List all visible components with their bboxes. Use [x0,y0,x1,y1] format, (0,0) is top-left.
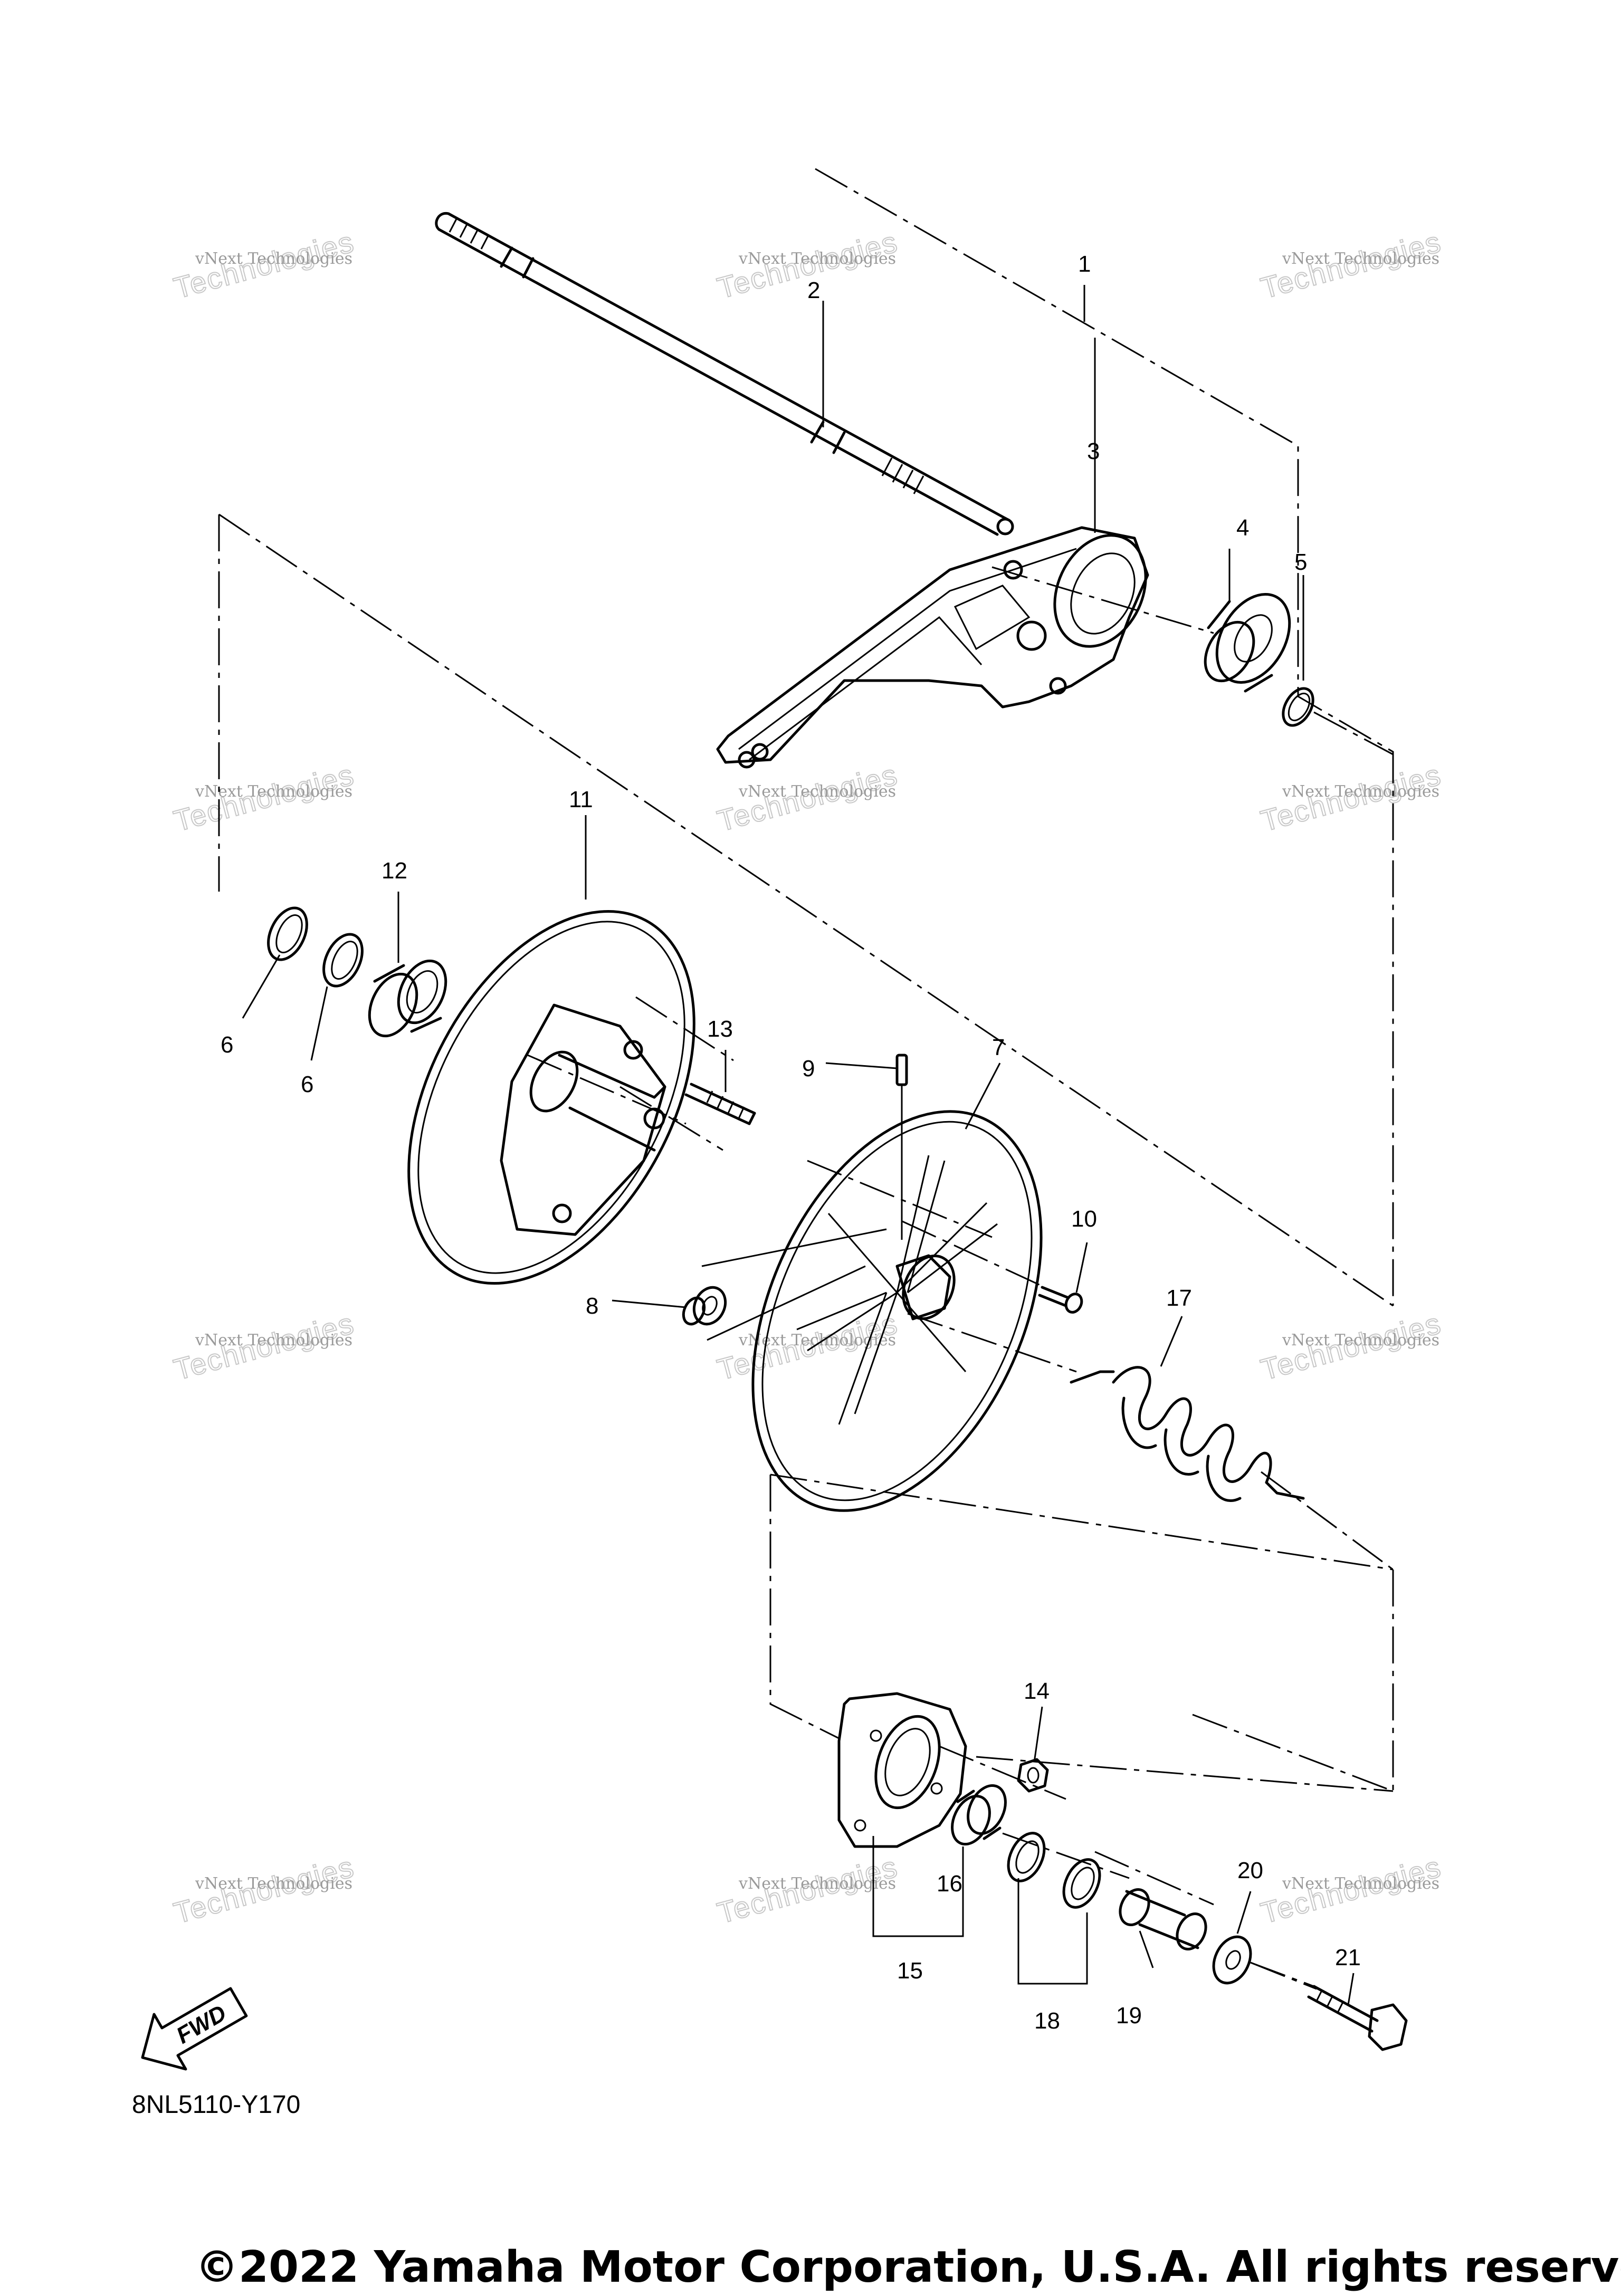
svg-text:vNext Technologies: vNext Technologies [195,782,352,801]
shim-part-18a [1007,1832,1046,1882]
copyright-notice: ©2022 Yamaha Motor Corporation, U.S.A. A… [195,2242,1621,2292]
callout-6b: 6 [301,1072,313,1097]
screw-part-10 [1038,1286,1083,1314]
callout-8: 8 [586,1293,598,1319]
watermark: Technologies vNext Technologies [170,224,358,305]
washer-part-20 [1212,1935,1252,1985]
svg-text:vNext Technologies: vNext Technologies [1282,250,1439,268]
watermark: Technologies vNext Technologies [713,1306,902,1387]
svg-text:vNext Technologies: vNext Technologies [1282,1331,1439,1350]
bearing-part-4 [1204,592,1291,693]
callout-20: 20 [1237,1858,1263,1883]
svg-text:vNext Technologies: vNext Technologies [195,1331,352,1350]
watermark: Technologies vNext Technologies [170,1306,358,1387]
callout-7: 7 [992,1035,1005,1060]
cap-part-15 [837,1692,967,1848]
watermark: Technologies vNext Technologies [1257,1306,1445,1387]
callout-9: 9 [802,1056,815,1082]
callout-14: 14 [1024,1678,1050,1704]
svg-text:vNext Technologies: vNext Technologies [195,1874,352,1893]
movable-sheave-part-7 [751,1110,1043,1512]
fwd-arrow-icon: FWD [141,1987,248,2071]
watermark: Technologies vNext Technologies [1257,224,1445,305]
leader-lines [242,285,1355,2005]
svg-text:vNext Technologies: vNext Technologies [1282,1874,1439,1893]
callout-1: 1 [1078,251,1091,277]
watermark: Technologies vNext Technologies [170,757,358,838]
watermark: Technologies vNext Technologies [713,757,902,838]
callout-12: 12 [382,858,407,884]
shim-part-6a [267,906,308,961]
svg-text:vNext Technologies: vNext Technologies [738,782,896,801]
watermark: Technologies vNext Technologies [1257,1849,1445,1930]
callout-10: 10 [1071,1206,1097,1232]
circlip-part-5 [1282,687,1314,727]
bracket-arm-part [716,526,1149,769]
bolt-part-21 [1307,1985,1408,2051]
callout-2: 2 [807,278,820,303]
callout-11: 11 [569,787,593,812]
callouts: 1 2 3 4 5 6 6 7 8 9 10 11 12 13 14 15 16… [221,251,1361,2034]
callout-18: 18 [1034,2008,1060,2034]
shim-part-18b [1062,1858,1101,1909]
callout-4: 4 [1236,515,1249,541]
stud-part-13 [684,1083,756,1125]
shaft-part [435,212,1014,536]
callout-6a: 6 [221,1032,233,1058]
watermark: Technologies vNext Technologies [170,1849,358,1930]
callout-17: 17 [1166,1285,1192,1311]
nut-part-14 [1017,1758,1049,1793]
pin-part-9 [895,1054,908,1240]
bushing-part-16 [951,1784,1007,1846]
diagram-reference-code: 8NL5110-Y170 [132,2091,300,2119]
svg-text:vNext Technologies: vNext Technologies [738,1874,896,1893]
collar-part-19 [1119,1888,1207,1950]
callout-16: 16 [937,1871,962,1897]
shim-part-6b [322,933,364,988]
fixed-sheave-part-11 [407,910,695,1285]
bushing-part-12 [368,959,447,1038]
svg-text:vNext Technologies: vNext Technologies [738,250,896,268]
callout-3: 3 [1087,438,1100,464]
watermark: Technologies vNext Technologies [1257,757,1445,838]
callout-15: 15 [897,1958,923,1984]
callout-5: 5 [1294,549,1307,575]
callout-19: 19 [1116,2003,1142,2029]
callout-21: 21 [1335,1945,1361,1970]
svg-text:vNext Technologies: vNext Technologies [195,250,352,268]
svg-text:vNext Technologies: vNext Technologies [1282,782,1439,801]
spring-part-17 [1070,1366,1305,1502]
callout-13: 13 [707,1016,733,1042]
bearing-part-8 [682,1228,887,1341]
